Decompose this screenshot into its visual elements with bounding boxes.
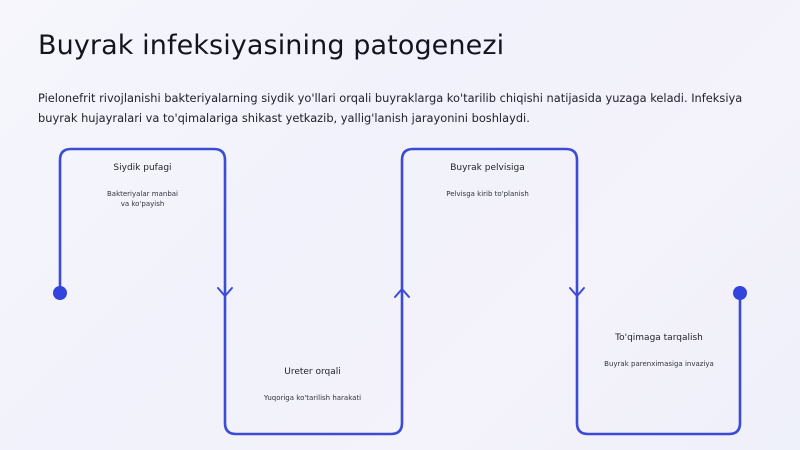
arrow-up-icon [394,288,410,298]
step-description: Pelvisga kirib to'planish [446,190,529,198]
step-card-ureter: Ureter orqali Yuqoriga ko'tarilish harak… [240,367,385,403]
step-card-tissue: To'qimaga tarqalish Buyrak parenximasiga… [588,333,730,369]
arrow-down-icon [217,287,233,297]
arrow-down-icon [569,287,585,297]
step-card-bladder: Siydik pufagi Bakteriyalar manbai va ko'… [85,163,200,209]
page-title: Buyrak infeksiyasining patogenezi [38,30,505,61]
step-description: Buyrak parenximasiga invaziya [604,360,714,368]
step-title: Siydik pufagi [113,163,172,173]
end-dot [733,286,747,300]
intro-paragraph: Pielonefrit rivojlanishi bakteriyalarnin… [38,91,743,125]
step-title: To'qimaga tarqalish [615,333,703,343]
step-title: Buyrak pelvisiga [450,163,525,173]
step-description: Yuqoriga ko'tarilish harakati [263,394,362,402]
step-title: Ureter orqali [284,367,341,377]
start-dot [53,286,67,300]
step-description: Bakteriyalar manbai va ko'payish [106,190,178,208]
step-card-pelvis: Buyrak pelvisiga Pelvisga kirib to'plani… [415,163,560,199]
flow-path [58,147,742,436]
